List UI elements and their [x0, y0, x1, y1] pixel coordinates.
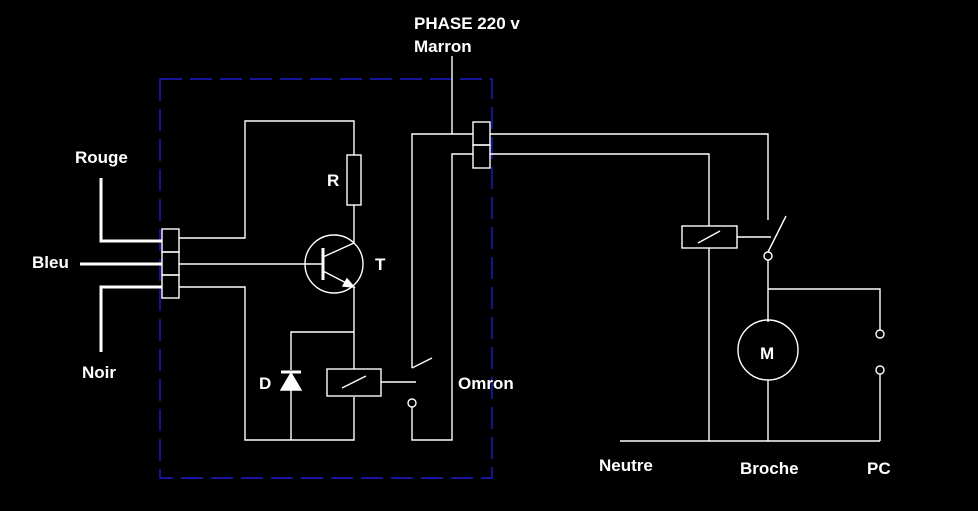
relay-contact-arm	[411, 357, 433, 369]
relay2-coil	[681, 225, 738, 249]
label-marron: Marron	[414, 37, 472, 56]
pc-terminal-bottom	[875, 365, 885, 375]
phase-terminal-block	[472, 121, 491, 169]
resistor-r	[346, 154, 362, 206]
transistor-t	[304, 234, 364, 294]
wire-to-relay2	[490, 153, 710, 226]
label-neutre: Neutre	[599, 456, 653, 475]
label-t: T	[375, 255, 386, 274]
label-noir: Noir	[82, 363, 116, 382]
relay2-switch-pin	[763, 251, 773, 261]
label-broche: Broche	[740, 459, 799, 478]
relay2-switch-arm	[767, 215, 787, 253]
wire-pc-top	[768, 288, 881, 330]
enclosure-box	[159, 78, 493, 479]
label-r: R	[327, 171, 339, 190]
wire-noir-internal	[179, 286, 355, 441]
label-m: M	[760, 344, 774, 363]
wire-rouge	[99, 178, 162, 243]
diode-d	[279, 370, 303, 391]
label-bleu: Bleu	[32, 253, 69, 272]
input-terminal-block	[161, 228, 180, 299]
wire-contact-up	[411, 133, 473, 368]
label-pc: PC	[867, 459, 891, 478]
relay-coil	[326, 368, 382, 397]
pc-terminal-top	[875, 329, 885, 339]
label-omron: Omron	[458, 374, 514, 393]
label-rouge: Rouge	[75, 148, 128, 167]
wire-diode-top	[290, 331, 354, 370]
label-phase: PHASE 220 v	[414, 14, 520, 33]
label-d: D	[259, 374, 271, 393]
wire-contact-down	[411, 153, 473, 441]
wire-phase-to-switch	[490, 133, 769, 220]
relay-contact-pin	[407, 398, 417, 408]
wire-rouge-internal	[179, 120, 355, 239]
wire-noir	[99, 285, 162, 352]
